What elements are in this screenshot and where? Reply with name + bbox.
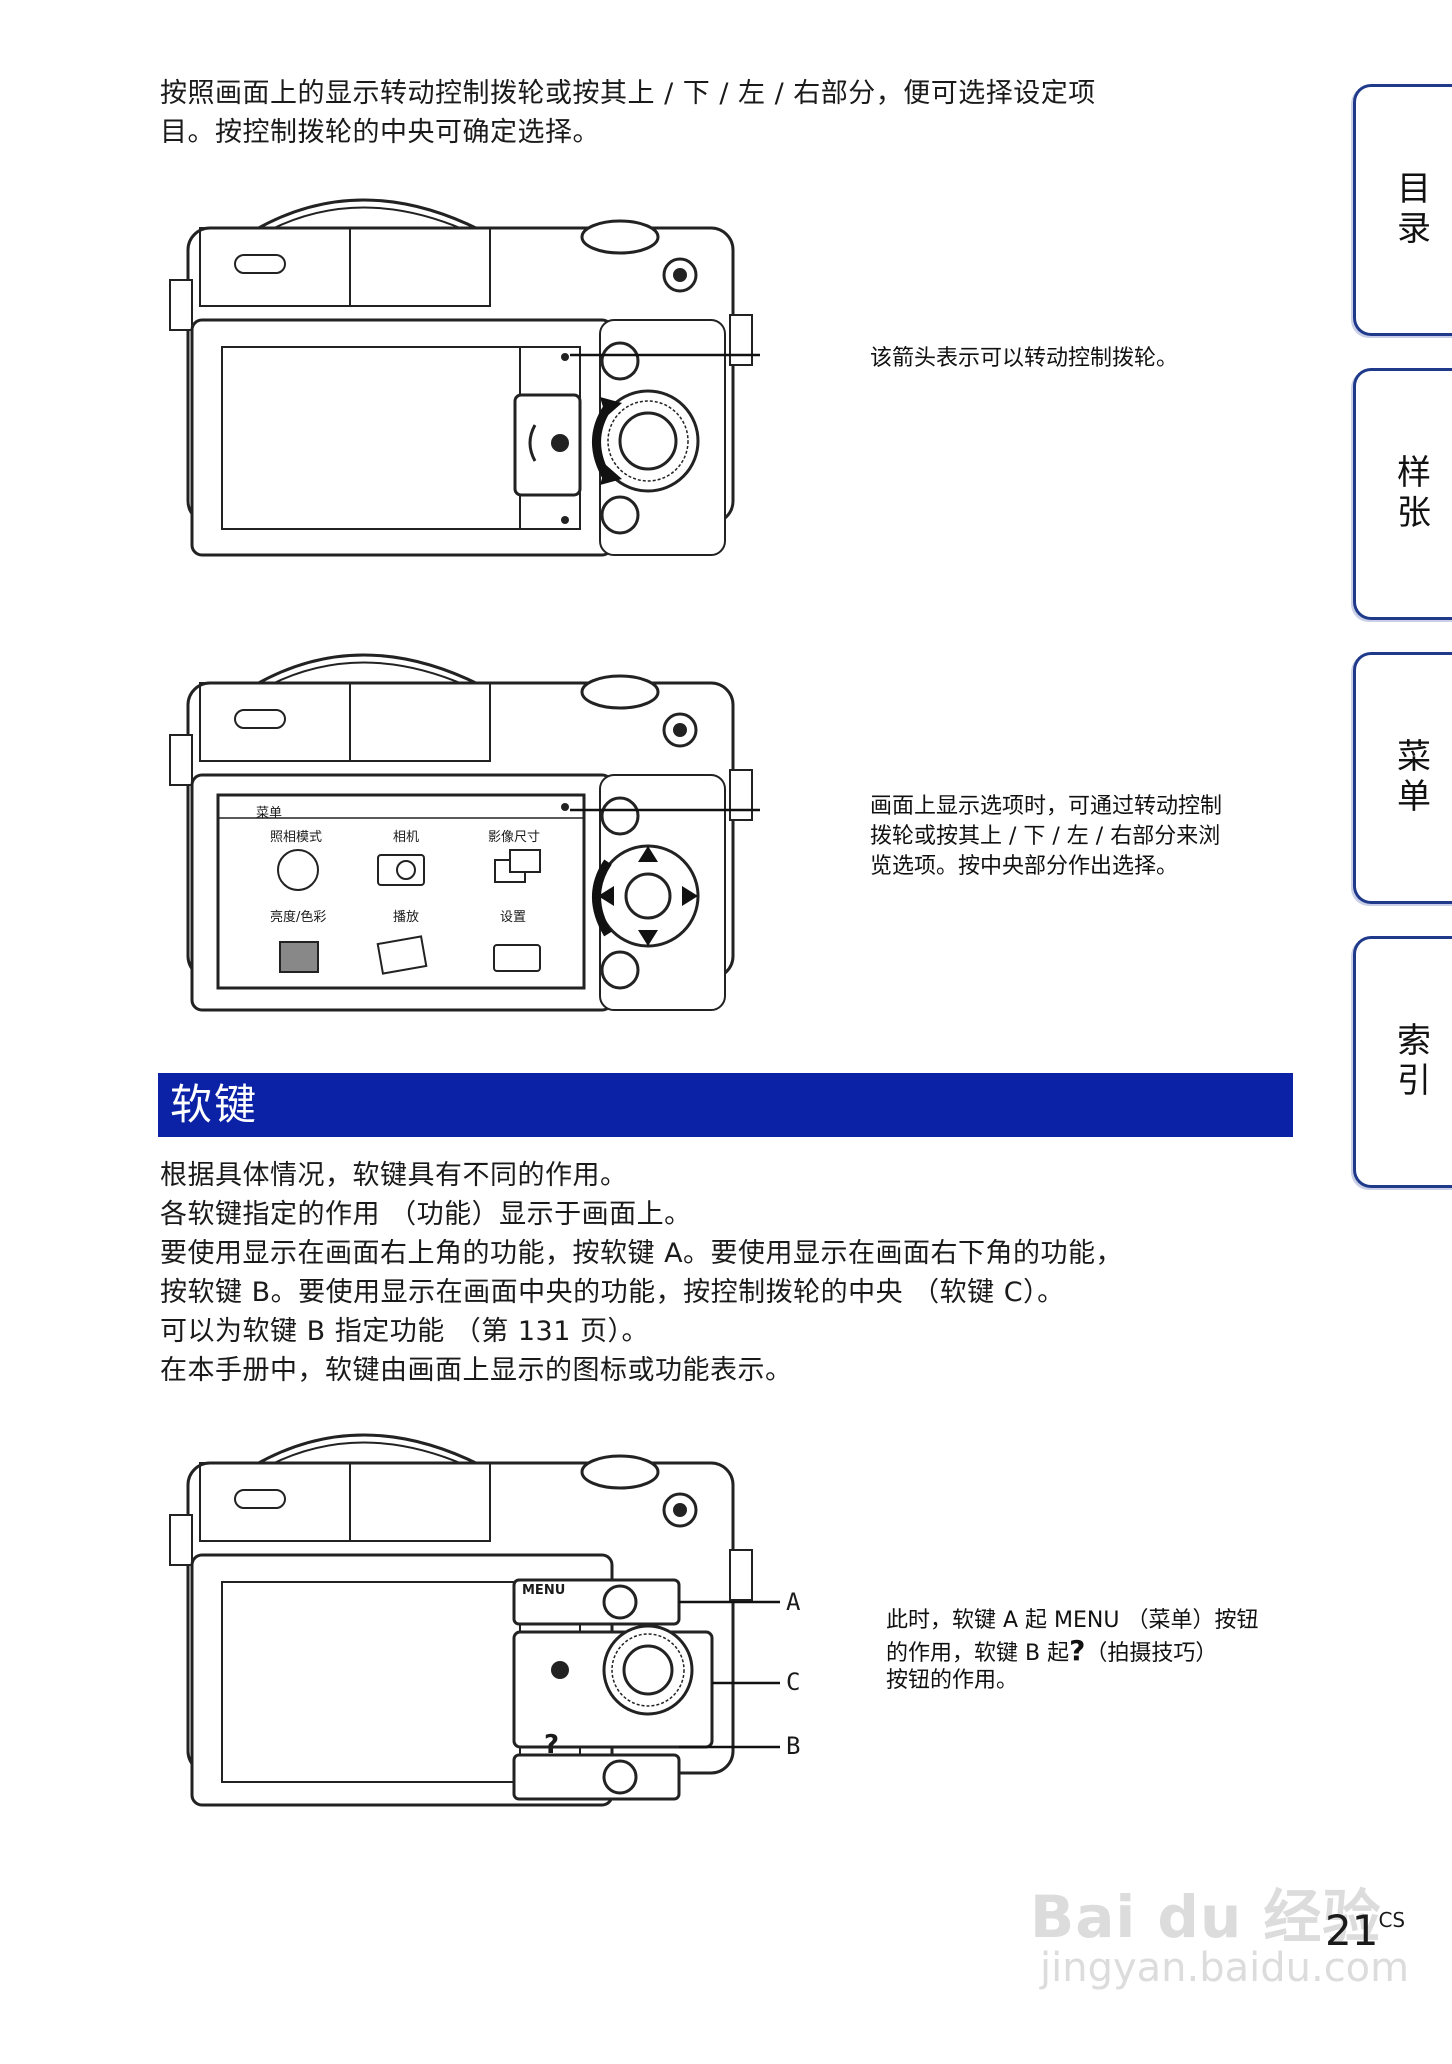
watermark-brand: Bai du 经验: [1030, 1883, 1382, 1951]
body-line-3: 要使用显示在画面右上角的功能，按软键 A。要使用显示在画面右下角的功能，: [160, 1238, 1124, 1269]
figure3-callout-line-2-rest: （拍摄技巧）: [1085, 1641, 1218, 1666]
tab-samples[interactable]: 样张: [1353, 368, 1452, 620]
body-line-4: 按软键 B。要使用显示在画面中央的功能，按控制拨轮的中央 （软键 C）。: [160, 1277, 1065, 1308]
tab-samples-label: 样张: [1390, 454, 1431, 534]
tab-contents[interactable]: 目录: [1353, 84, 1452, 336]
figure2-callout-line-3: 览选项。按中央部分作出选择。: [870, 854, 1179, 879]
soft-key-c-letter: C: [786, 1668, 801, 1696]
camera-figure-rotate: [169, 198, 760, 557]
page-number: 21CS: [1325, 1906, 1405, 1955]
soft-key-b-help-label: ?: [544, 1730, 560, 1760]
figure3-callout-line-2: 的作用，软键 B 起?（拍摄技巧）: [886, 1636, 1217, 1669]
tab-index-label: 索引: [1390, 1022, 1431, 1102]
soft-key-b-letter: B: [786, 1732, 801, 1760]
soft-key-a-menu-label: MENU: [522, 1583, 566, 1598]
tab-menu[interactable]: 菜单: [1353, 652, 1452, 904]
intro-line-1: 按照画面上的显示转动控制拨轮或按其上 / 下 / 左 / 右部分，便可选择设定项: [160, 78, 1096, 109]
menu-title: 菜单: [256, 806, 283, 821]
menu-item-brightness-color[interactable]: 亮度/色彩: [270, 910, 327, 925]
figure3-callout-line-2-text: 的作用，软键 B 起: [886, 1641, 1070, 1666]
body-line-2: 各软键指定的作用 （功能）显示于画面上。: [160, 1199, 692, 1230]
camera-figure-menu: [169, 653, 760, 1012]
tab-contents-label: 目录: [1390, 170, 1431, 250]
camera-figure-soft-keys: [169, 1433, 780, 1807]
section-heading-soft-keys: 软键: [158, 1073, 1293, 1137]
figure2-callout-line-2: 拨轮或按其上 / 下 / 左 / 右部分来浏: [870, 824, 1221, 849]
menu-item-camera[interactable]: 相机: [393, 830, 420, 845]
figure2-callout-line-1: 画面上显示选项时，可通过转动控制: [870, 794, 1223, 819]
figure1-callout: 该箭头表示可以转动控制拨轮。: [870, 346, 1179, 371]
help-icon: ?: [1069, 1634, 1086, 1667]
figure3-callout-line-1: 此时，软键 A 起 MENU （菜单）按钮: [886, 1608, 1259, 1633]
page-number-value: 21: [1325, 1906, 1379, 1955]
menu-item-playback[interactable]: 播放: [393, 910, 420, 925]
body-line-5: 可以为软键 B 指定功能 （第 131 页）。: [160, 1316, 649, 1347]
intro-line-2: 目。按控制拨轮的中央可确定选择。: [160, 117, 600, 148]
tab-index[interactable]: 索引: [1353, 936, 1452, 1188]
page-number-suffix: CS: [1378, 1908, 1406, 1932]
figure3-callout-line-3: 按钮的作用。: [886, 1668, 1019, 1693]
menu-item-setup[interactable]: 设置: [500, 910, 527, 925]
watermark-url: jingyan.baidu.com: [1040, 1945, 1410, 1991]
body-line-1: 根据具体情况，软键具有不同的作用。: [160, 1160, 628, 1191]
soft-key-a-letter: A: [786, 1588, 801, 1616]
menu-item-image-size[interactable]: 影像尺寸: [488, 830, 541, 845]
menu-item-shooting-mode[interactable]: 照相模式: [270, 830, 323, 845]
tab-menu-label: 菜单: [1390, 738, 1431, 818]
body-line-6: 在本手册中，软键由画面上显示的图标或功能表示。: [160, 1355, 793, 1386]
